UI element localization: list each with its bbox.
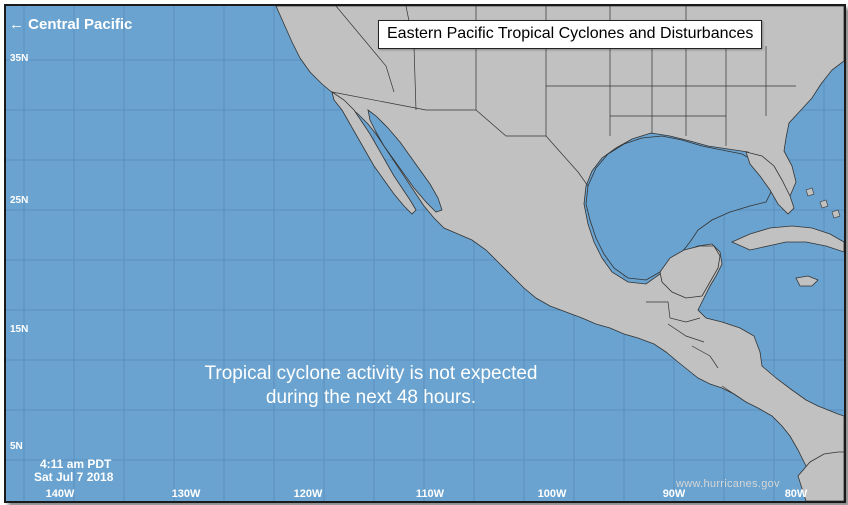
longitude-label-130w: 130W [171, 488, 201, 500]
bahamas [805, 187, 841, 219]
outlook-message: Tropical cyclone activity is not expecte… [136, 362, 606, 410]
central-pacific-link[interactable]: ← Central Pacific [9, 16, 132, 33]
longitude-label-110w: 110W [415, 488, 445, 500]
latitude-label-15n: 15N [10, 324, 29, 335]
south-america [797, 451, 844, 501]
baja-california [331, 91, 417, 215]
outlook-message-line1: Tropical cyclone activity is not expecte… [204, 363, 538, 384]
gulf-of-california [367, 109, 443, 213]
back-arrow-icon: ← [9, 16, 24, 33]
cuba [731, 225, 844, 253]
yucatan [659, 245, 721, 299]
issue-date: Sat Jul 7 2018 [34, 470, 114, 484]
latitude-label-5n: 5N [10, 441, 23, 452]
watermark: www.hurricanes.gov [676, 478, 780, 490]
map-frame: ← Central Pacific Eastern Pacific Tropic… [4, 4, 846, 503]
longitude-label-140w: 140W [45, 488, 75, 500]
central-pacific-label: Central Pacific [28, 16, 133, 33]
gulf-of-mexico [585, 135, 773, 281]
longitude-label-90w: 90W [662, 488, 686, 500]
issue-timestamp: 4:11 am PDT Sat Jul 7 2018 [34, 458, 113, 484]
florida [745, 151, 795, 215]
latitude-label-25n: 25N [10, 195, 29, 206]
landmass-north-america [275, 6, 844, 501]
jamaica [795, 275, 819, 287]
longitude-label-120w: 120W [293, 488, 323, 500]
issue-time: 4:11 am PDT [40, 457, 112, 471]
map-canvas [6, 6, 844, 501]
longitude-label-80w: 80W [784, 488, 808, 500]
longitude-label-100w: 100W [537, 488, 567, 500]
map-title: Eastern Pacific Tropical Cyclones and Di… [378, 20, 763, 49]
political-borders [331, 6, 796, 399]
latitude-label-35n: 35N [10, 53, 29, 64]
outlook-message-line2: during the next 48 hours. [265, 387, 477, 408]
